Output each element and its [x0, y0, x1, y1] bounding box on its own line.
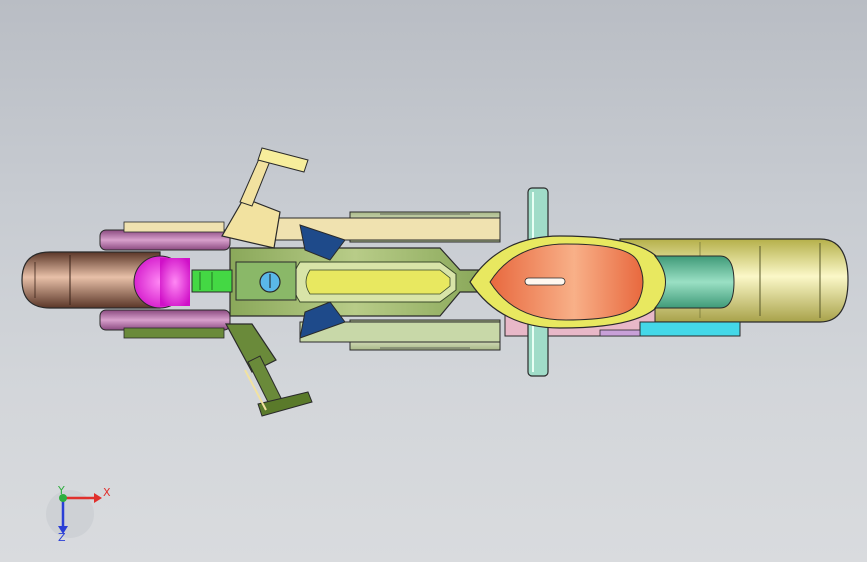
speedometer-gauge[interactable] — [259, 271, 281, 293]
z-axis-label: Z — [58, 531, 66, 544]
handlebar-left[interactable] — [221, 147, 309, 249]
fuel-tank[interactable] — [469, 235, 676, 329]
seat[interactable] — [653, 255, 735, 309]
y-axis-label: Y — [58, 484, 65, 497]
y-axis-dot — [59, 494, 67, 502]
triple-clamp[interactable] — [235, 224, 346, 339]
headlight[interactable] — [133, 255, 190, 309]
x-axis-arrowhead — [94, 493, 102, 503]
coordinate-triad — [46, 490, 102, 538]
steering-stem[interactable] — [191, 269, 233, 293]
front-tyre[interactable] — [21, 251, 161, 309]
z-axis-arrowhead — [58, 526, 68, 534]
front-fork[interactable] — [99, 221, 231, 339]
handlebar-right[interactable] — [224, 323, 313, 417]
x-axis-label: X — [103, 486, 111, 499]
